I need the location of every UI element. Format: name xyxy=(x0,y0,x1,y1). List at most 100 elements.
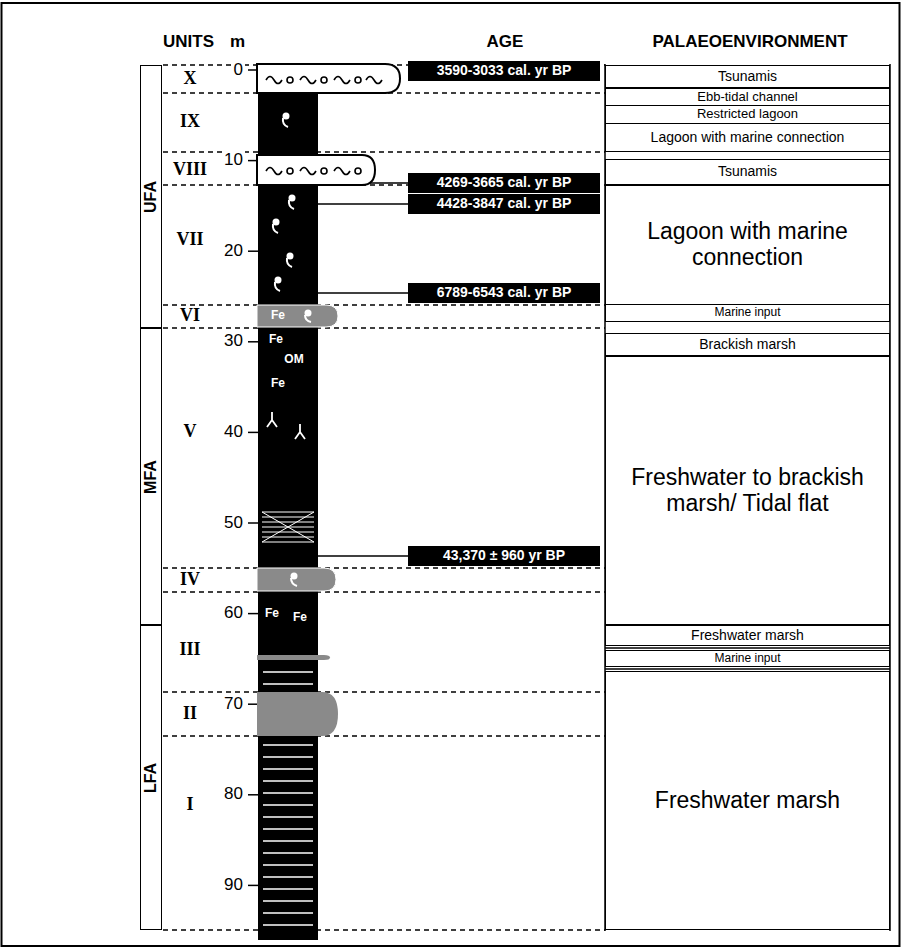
double-line xyxy=(605,647,890,649)
mineral-label: Fe xyxy=(265,607,279,620)
unit-boundary xyxy=(163,327,605,329)
tick xyxy=(248,703,258,705)
shell-fragment xyxy=(287,77,293,83)
shell-tail xyxy=(287,258,292,267)
leader-lines xyxy=(318,183,408,556)
shells xyxy=(273,113,312,587)
depth-label: 90 xyxy=(222,876,245,895)
shell-symbol xyxy=(283,113,290,128)
node-text: Freshwater to brackish marsh/ Tidal flat xyxy=(606,465,889,517)
tick xyxy=(248,432,258,434)
environment-box: Brackish marsh xyxy=(605,333,890,356)
lamina xyxy=(263,924,313,926)
unit-number: X xyxy=(184,69,197,89)
depth-label: 20 xyxy=(222,242,245,261)
lamina xyxy=(263,864,313,866)
shell-symbol xyxy=(273,219,280,234)
marine-lens xyxy=(257,568,336,591)
environment-box: Tsunamis xyxy=(605,65,890,88)
shell-symbol xyxy=(287,253,294,268)
mineral-label: Fe xyxy=(271,377,285,390)
node-text: Marine input xyxy=(710,652,784,665)
environment-box: Marine input xyxy=(605,650,890,667)
lamina xyxy=(263,671,313,673)
environment-box: Freshwater marsh xyxy=(605,671,890,930)
shell-fragment xyxy=(334,168,350,175)
lamina xyxy=(263,888,313,890)
node-text: 4269-3665 cal. yr BP xyxy=(434,175,575,191)
unit-number: VI xyxy=(180,306,200,326)
mineral-label: Fe xyxy=(293,611,307,624)
age-box: 3590-3033 cal. yr BP xyxy=(408,61,600,81)
unit-boundaries xyxy=(163,65,605,930)
double-line xyxy=(605,668,890,670)
unit-number: II xyxy=(183,704,197,724)
node-text: Tsunamis xyxy=(714,164,781,180)
tsunami-lens xyxy=(257,155,375,185)
mineral-label: OM xyxy=(284,353,303,366)
tsunami-lens xyxy=(257,64,400,93)
environment-box: Freshwater to brackish marsh/ Tidal flat xyxy=(605,356,890,625)
root-symbol xyxy=(295,424,305,439)
column-header: m xyxy=(230,33,245,52)
depth-label: 50 xyxy=(222,514,245,533)
laminations xyxy=(263,672,313,925)
column-header: AGE xyxy=(487,33,524,52)
palaeo-column-lines xyxy=(605,64,890,931)
unit-boundary xyxy=(163,735,605,737)
lamina xyxy=(263,804,313,806)
facies-association-box: UFA xyxy=(140,65,162,328)
age-box: 6789-6543 cal. yr BP xyxy=(408,283,600,303)
depth-label: 0 xyxy=(232,61,245,80)
shell-tail xyxy=(275,282,280,291)
shell-fragment xyxy=(266,168,282,175)
depth-label: 80 xyxy=(222,785,245,804)
unit-number: V xyxy=(184,422,197,442)
lamina xyxy=(262,542,314,543)
shell-fragment xyxy=(321,168,327,174)
node-text: Freshwater marsh xyxy=(651,788,844,814)
node-text: 43,370 ± 960 yr BP xyxy=(440,548,568,564)
frame xyxy=(2,3,900,946)
tick xyxy=(248,341,258,343)
node-text: Marine input xyxy=(710,306,784,319)
lamina xyxy=(263,912,313,914)
lamina xyxy=(263,756,313,758)
lamina xyxy=(263,900,313,902)
lamina xyxy=(262,512,314,542)
shell-fragment xyxy=(300,77,316,84)
shell-fragment xyxy=(287,168,293,174)
lamina xyxy=(262,522,314,523)
leader-line xyxy=(318,203,408,205)
unit-number: VIII xyxy=(173,160,207,180)
shell-tail xyxy=(283,118,288,127)
root-symbol xyxy=(267,412,277,427)
cross-lamination xyxy=(262,512,314,542)
shell-tail xyxy=(289,200,294,209)
depth-label: 30 xyxy=(222,332,245,351)
shell-fragment xyxy=(355,168,361,174)
node-text: 4428-3847 cal. yr BP xyxy=(434,196,575,212)
shell-symbol xyxy=(305,310,312,323)
unit-boundary xyxy=(163,304,605,306)
unit-boundary xyxy=(163,691,605,693)
facies-association-box: MFA xyxy=(140,328,162,625)
environment-box: Tsunamis xyxy=(605,159,890,185)
node-text: Lagoon with marine connection xyxy=(606,219,889,271)
marine-lens xyxy=(257,655,330,660)
depth-label: 70 xyxy=(222,695,245,714)
lamina xyxy=(263,792,313,794)
lamina xyxy=(263,840,313,842)
lamina xyxy=(263,816,313,818)
depth-label: 10 xyxy=(222,151,245,170)
column-header: UNITS xyxy=(163,33,214,52)
shell-fragment xyxy=(266,77,282,84)
node-text: Freshwater marsh xyxy=(687,628,808,644)
shell-fragment xyxy=(300,168,316,175)
tick xyxy=(248,794,258,796)
unit-number: I xyxy=(186,795,193,815)
lamina xyxy=(263,744,313,746)
shell-fragment xyxy=(334,77,350,84)
leader-line xyxy=(318,555,408,557)
shell-symbol xyxy=(291,573,298,587)
